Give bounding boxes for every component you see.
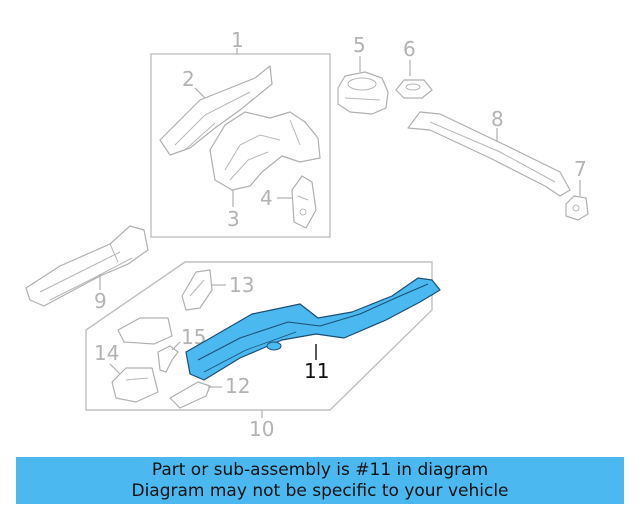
part-3-wheel-arch[interactable] [209,111,321,191]
callout-9: 9 [94,289,107,313]
part-2-wheelhouse-panel[interactable] [159,65,273,156]
callout-13: 13 [229,273,254,297]
part-12-plate[interactable] [169,381,211,409]
part-14-reinforcement[interactable] [111,317,173,403]
parts-diagram: 1 2 3 4 5 6 8 [25,28,589,441]
part-8-cowl-bar[interactable] [407,111,571,197]
part-11-highlighted-rail[interactable] [185,277,441,381]
part-4-bracket[interactable] [291,175,317,229]
callout-5: 5 [353,33,366,57]
callout-4: 4 [260,186,273,210]
callout-3: 3 [227,207,240,231]
callout-14: 14 [94,341,119,365]
callout-8: 8 [491,107,504,131]
part-9-frame-rail[interactable] [25,225,149,307]
banner-line-1: Part or sub-assembly is #11 in diagram [151,459,489,480]
info-banner: Part or sub-assembly is #11 in diagram D… [16,457,624,504]
part-6-mount-cap[interactable] [395,79,433,99]
group-box-10 [85,261,433,411]
part-5-strut-mount[interactable] [337,71,389,115]
callout-2: 2 [182,67,195,91]
group-box-1 [150,53,331,238]
callout-7: 7 [574,157,587,181]
part-13-brace[interactable] [181,269,213,311]
callout-11: 11 [304,359,329,383]
callout-12: 12 [225,374,250,398]
callout-6: 6 [403,37,416,61]
part-15-clip[interactable] [157,345,179,373]
part-7-small-bracket[interactable] [565,195,589,221]
banner-line-2: Diagram may not be specific to your vehi… [131,480,509,501]
callout-1: 1 [231,28,244,52]
callout-10: 10 [249,417,274,441]
